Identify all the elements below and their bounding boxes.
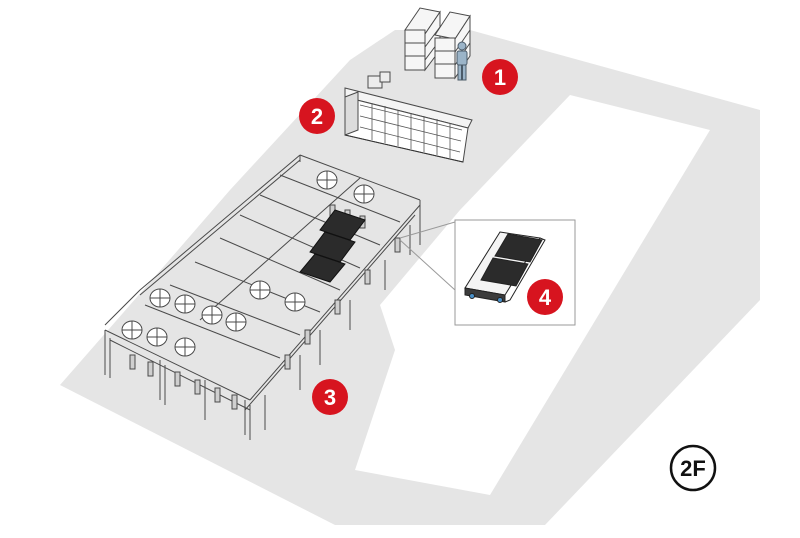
wheel: [121, 320, 143, 340]
floor-level-badge: 2F: [669, 444, 717, 492]
floor-level-label: 2F: [680, 456, 706, 481]
wheel: [316, 170, 338, 190]
marker-2-label: 2: [311, 104, 323, 129]
rack-top-unit: [367, 71, 391, 89]
marker-2: 2: [299, 98, 335, 134]
marker-4: 4: [527, 279, 563, 315]
wheel: [174, 294, 196, 314]
wheel: [284, 292, 306, 312]
transfer-robot-icon: [464, 231, 546, 303]
robot-callout: [399, 219, 576, 326]
wheel: [201, 305, 223, 325]
wheel: [353, 184, 375, 204]
marker-1: 1: [482, 59, 518, 95]
callout-leader-top: [399, 221, 456, 239]
storage-racks-area: [404, 7, 471, 81]
overhead-conveyor-system: [104, 154, 421, 440]
conveyor-frame-top: [104, 154, 421, 326]
person-icon: [456, 41, 468, 81]
conveyor-support-legs: [104, 210, 421, 440]
callout-leader-bottom: [399, 239, 456, 291]
conveyor-trays: [299, 209, 366, 283]
marker-3: 3: [312, 379, 348, 415]
marker-3-label: 3: [324, 385, 336, 410]
wheel: [146, 327, 168, 347]
automated-storage-rack: [344, 71, 473, 163]
wheel: [249, 280, 271, 300]
marker-1-label: 1: [494, 65, 506, 90]
conveyor-wheels: [121, 170, 375, 357]
storage-rack-icon: [434, 11, 471, 80]
marker-4-label: 4: [539, 285, 552, 310]
rack-slots: [359, 103, 463, 158]
wheel: [174, 337, 196, 357]
storage-rack-icon: [404, 7, 441, 72]
wheel: [149, 288, 171, 308]
wheel: [225, 312, 247, 332]
